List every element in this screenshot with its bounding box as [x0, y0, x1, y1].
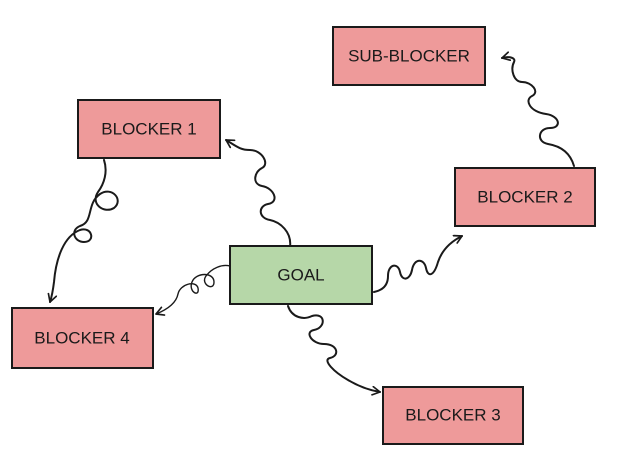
node-label-blocker-1: BLOCKER 1	[101, 119, 196, 138]
node-goal: GOAL	[229, 245, 373, 305]
node-label-goal: GOAL	[277, 265, 324, 284]
node-label-blocker-2: BLOCKER 2	[477, 187, 572, 206]
node-label-sub-blocker: SUB-BLOCKER	[348, 46, 470, 65]
edge-goal-to-blocker-1	[225, 139, 292, 248]
node-blocker-3: BLOCKER 3	[382, 386, 524, 445]
edge-goal-to-blocker-3	[287, 305, 381, 396]
node-blocker-2: BLOCKER 2	[454, 167, 596, 227]
nodes: SUB-BLOCKER BLOCKER 1 BLOCKER 2 GOAL BLO…	[11, 26, 596, 445]
node-blocker-4: BLOCKER 4	[11, 307, 154, 369]
edge-goal-to-blocker-2	[373, 234, 463, 293]
edge-goal-to-blocker-4	[155, 264, 231, 316]
node-blocker-1: BLOCKER 1	[77, 99, 221, 159]
node-label-blocker-3: BLOCKER 3	[405, 405, 500, 424]
edges	[47, 51, 575, 396]
edge-blocker-1-to-blocker-4	[47, 159, 119, 303]
node-label-blocker-4: BLOCKER 4	[34, 328, 129, 347]
edge-blocker-2-to-sub-blocker	[501, 51, 575, 167]
node-sub-blocker: SUB-BLOCKER	[332, 26, 486, 86]
